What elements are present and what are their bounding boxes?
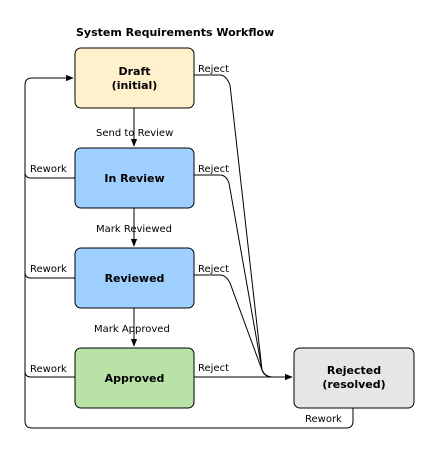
node-in-review-title: In Review [104,172,164,185]
diagram-title: System Requirements Workflow [76,26,274,39]
node-draft-subtitle: (initial) [112,79,158,92]
node-approved-title: Approved [105,372,165,385]
label-mark-reviewed: Mark Reviewed [96,224,172,235]
node-draft-box [74,47,195,109]
edge-reject-from-in-review [194,174,273,378]
node-reviewed[interactable]: Reviewed [74,247,195,309]
label-send-to-review: Send to Review [96,128,173,139]
node-reviewed-title: Reviewed [105,272,165,285]
node-in-review[interactable]: In Review [74,147,195,209]
node-rejected-subtitle: (resolved) [322,378,385,391]
node-approved-box [74,347,195,409]
node-approved[interactable]: Approved [74,347,195,409]
edge-reject-from-reviewed [194,274,273,378]
label-mark-approved: Mark Approved [94,324,170,335]
edge-reject-from-draft [194,74,273,378]
label-rework-from-approved: Rework [30,364,67,375]
label-rework-from-reviewed: Rework [30,264,67,275]
node-rejected[interactable]: Rejected (resolved) [293,347,415,409]
edge-rework-from-rejected [24,74,354,429]
label-rework-from-rejected: Rework [305,414,342,425]
label-reject-from-in-review: Reject [198,164,229,175]
label-reject-from-draft: Reject [198,64,229,75]
node-draft-title: Draft [118,65,150,78]
label-reject-from-approved: Reject [198,363,229,374]
node-draft[interactable]: Draft (initial) [74,47,195,109]
node-reviewed-box [74,247,195,309]
node-in-review-box [74,147,195,209]
node-rejected-title: Rejected [327,364,381,377]
node-rejected-box [293,347,415,409]
label-reject-from-reviewed: Reject [198,264,229,275]
label-rework-from-in-review: Rework [30,164,67,175]
